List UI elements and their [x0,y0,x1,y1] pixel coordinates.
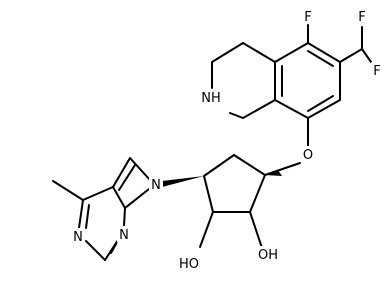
svg-text:N: N [119,228,129,243]
svg-text:F: F [373,64,380,79]
atom-ho-left: HO [175,255,203,272]
svg-text:NH: NH [201,91,221,106]
atom-f-side2: F [371,62,383,79]
svg-text:N: N [73,230,83,245]
atom-nh: NH [196,89,226,106]
atom-n-ring1: N [71,228,85,245]
svg-text:HO: HO [179,257,199,272]
atom-oh-right: OH [254,246,282,263]
svg-text:F: F [304,10,311,25]
svg-text:OH: OH [258,248,278,263]
svg-text:N: N [151,178,161,193]
stereo-wedges [162,170,282,187]
atom-f-top: F [301,8,315,25]
svg-text:O: O [303,148,313,163]
atom-labels: F F F NH O N N N [71,8,383,272]
svg-text:F: F [358,10,365,25]
atom-n-ring2: N [117,226,131,243]
atom-o-ether: O [300,146,316,163]
bond-lines [52,24,372,261]
atom-n-pyrrole: N [149,176,163,193]
atom-f-side1: F [355,8,369,25]
